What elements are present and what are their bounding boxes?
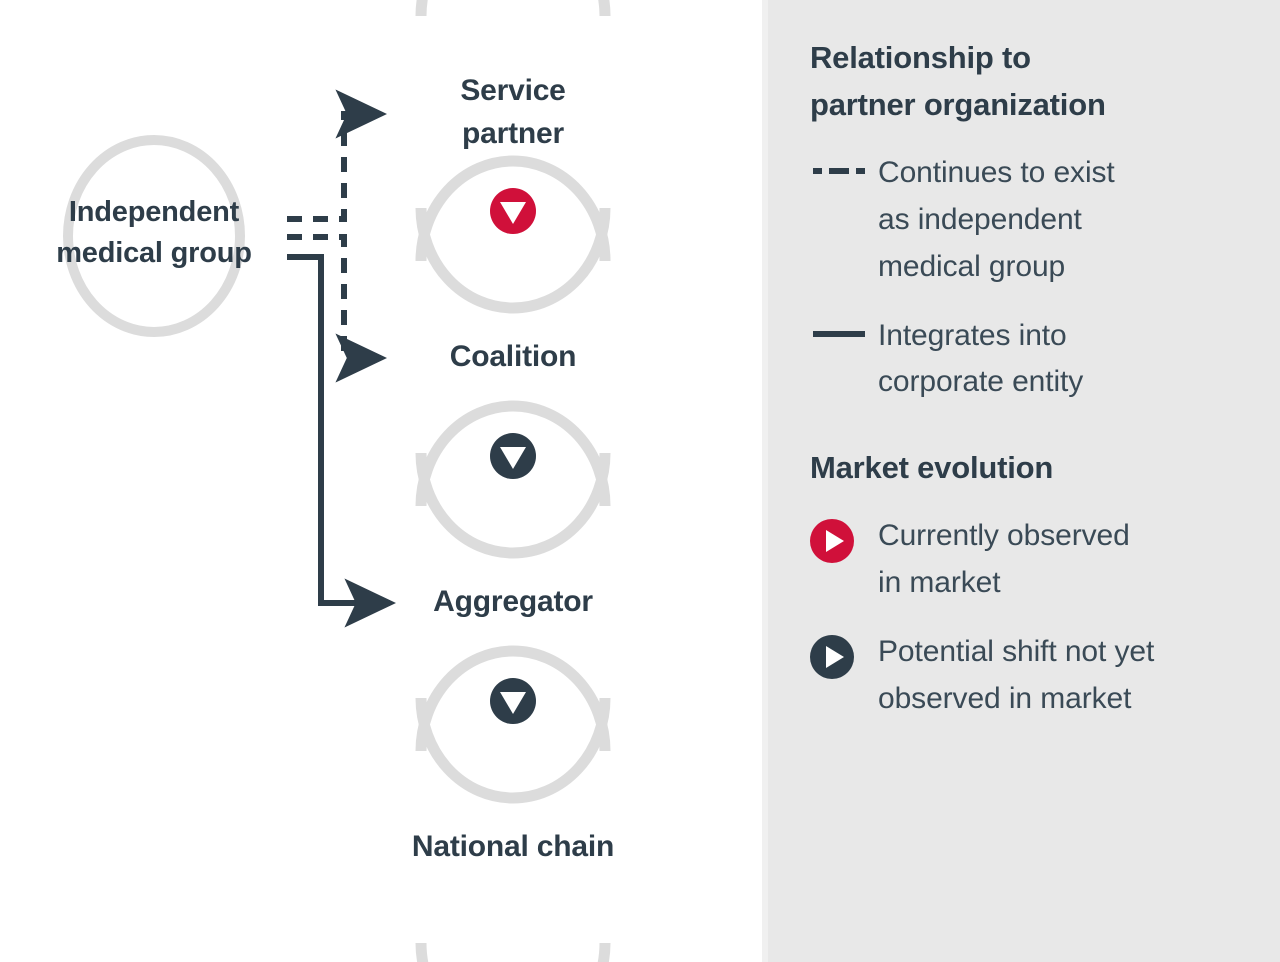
connector-solid-aggregator [287,254,397,628]
legend-panel: Relationship to partner organization Con… [762,0,1280,962]
transition-marker-coalition [490,433,536,479]
red-play-circle-icon [810,513,878,564]
legend-section-title-relationship: Relationship to partner organization [810,40,1106,123]
legend-item-label: Currently observed in market [878,519,1130,600]
legend-item-potential-shift: Potential shift not yet observed in mark… [810,629,1240,723]
solid-line-icon [810,313,878,353]
source-node-ring [63,135,245,337]
diagram-area: Independent medical group Service partne… [56,0,615,962]
chain-arc-top-2 [415,400,611,507]
legend-item-continues-to-exist: Continues to exist as independent medica… [810,150,1240,290]
chain-arc-bottom-1 [415,452,611,559]
diagram-svg [63,0,611,962]
source-node-label: Independent medical group [56,196,252,270]
chain-node-label-aggregator: Aggregator [433,585,593,618]
connector-dashed-coalition [287,234,388,383]
connector-dashed-service-partner [287,89,388,222]
legend-item-label: Integrates into corporate entity [878,318,1084,399]
chain-arc-top-1 [415,155,611,262]
legend-item-currently-observed: Currently observed in market [810,513,1240,607]
chain-node-label-service-partner: Service partner [460,74,566,150]
chain-arc-bottom-3 [415,942,611,962]
transition-marker-service-partner [490,188,536,234]
legend-item-integrates-into: Integrates into corporate entity [810,313,1240,407]
chain-arc-top-0 [415,0,611,17]
panel-left-edge [762,0,768,962]
dashed-line-icon [810,150,878,190]
chain-arc-bottom-2 [415,697,611,804]
transition-marker-aggregator [490,678,536,724]
legend-item-label: Potential shift not yet observed in mark… [878,634,1155,715]
chain-node-label-coalition: Coalition [449,340,577,373]
legend-section-divider [810,406,1240,444]
legend-item-label: Continues to exist as independent medica… [878,156,1115,283]
chain-arc-bottom-0 [415,207,611,314]
chain-node-label-national-chain: National chain [411,830,615,863]
chain-arc-top-3 [415,645,611,752]
legend-section-title-market-evolution: Market evolution [810,450,1054,486]
dark-play-circle-icon [810,629,878,679]
